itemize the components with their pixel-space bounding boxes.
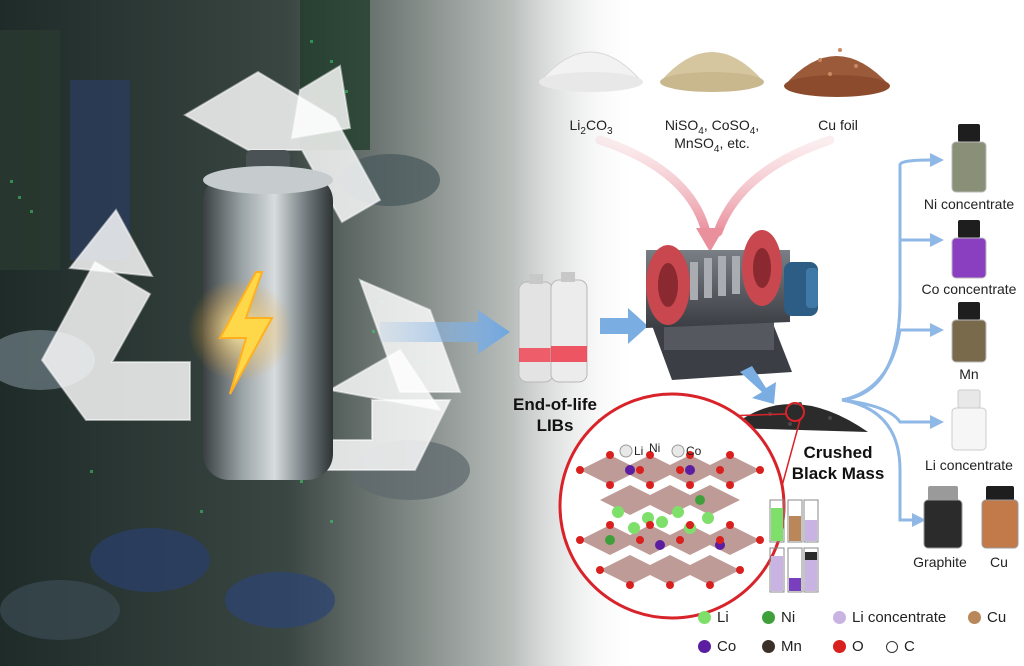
copper-foil-powder-icon: [784, 48, 890, 97]
cu-foil-label: Cu foil: [818, 117, 858, 133]
graphite-label: Graphite: [913, 554, 967, 570]
element-fraction-vials-icon: [769, 499, 819, 593]
legend-item-li-concentrate: Li concentrate: [833, 609, 946, 626]
legend-item-c: C: [886, 638, 915, 655]
recycle-icon: [40, 64, 462, 471]
ni-dot-icon: [762, 611, 775, 624]
structure-co-label: Co: [686, 444, 702, 458]
arrow-to-cells: [380, 310, 510, 354]
crusher-machine-icon: [646, 230, 818, 380]
ni-concentrate-jar-icon: [951, 124, 987, 193]
battery-icon: [188, 150, 333, 480]
graphite-jar-icon: [923, 486, 963, 549]
legend-item-li: Li: [698, 609, 729, 626]
crystal-structure-inset: [558, 392, 786, 620]
legend-item-mn: Mn: [762, 638, 802, 655]
ni-concentrate-label: Ni concentrate: [923, 196, 1015, 212]
co-dot-icon: [698, 640, 711, 653]
li2co3-label: Li2CO3: [569, 117, 613, 137]
li-concentrate-label: Li concentrate: [925, 457, 1013, 473]
li-concentrate-jar-icon: [951, 389, 987, 451]
feedstock-arrowhead: [696, 228, 724, 252]
legend-item-co: Co: [698, 638, 736, 655]
mn-jar-icon: [951, 302, 987, 363]
li2co3-powder-icon: [538, 51, 644, 92]
black-mass-pile-icon: [730, 402, 868, 432]
niso4-coso4-label: NiSO4, CoSO4,: [664, 117, 760, 137]
mnso4-label: MnSO4, etc.: [674, 135, 750, 155]
c-dot-icon: [886, 640, 898, 653]
mn-dot-icon: [762, 640, 775, 653]
structure-li-label: Li: [634, 444, 644, 458]
product-branch-arrows: [841, 158, 931, 522]
feedstock-arrows: [595, 135, 835, 237]
arrow-to-black-mass: [740, 366, 776, 404]
co-concentrate-label: Co concentrate: [921, 281, 1017, 297]
cu-jar-icon: [981, 486, 1019, 549]
nickel-sulfate-powder-icon: [660, 52, 764, 92]
li-concentrate-dot-icon: [833, 611, 846, 624]
co-concentrate-jar-icon: [951, 220, 987, 279]
arrow-to-crusher: [600, 308, 648, 344]
product-arrowheads: [912, 153, 944, 527]
legend-item-cu: Cu: [968, 609, 1006, 626]
o-dot-icon: [833, 640, 846, 653]
legend-item-ni: Ni: [762, 609, 795, 626]
structure-ni-label: Ni: [649, 441, 661, 455]
cu-label: Cu: [990, 554, 1008, 570]
mn-label: Mn: [959, 366, 979, 382]
li-dot-icon: [698, 611, 711, 624]
cu-dot-icon: [968, 611, 981, 624]
legend-item-o: O: [833, 638, 864, 655]
end-of-life-cells-icon: [518, 272, 588, 383]
